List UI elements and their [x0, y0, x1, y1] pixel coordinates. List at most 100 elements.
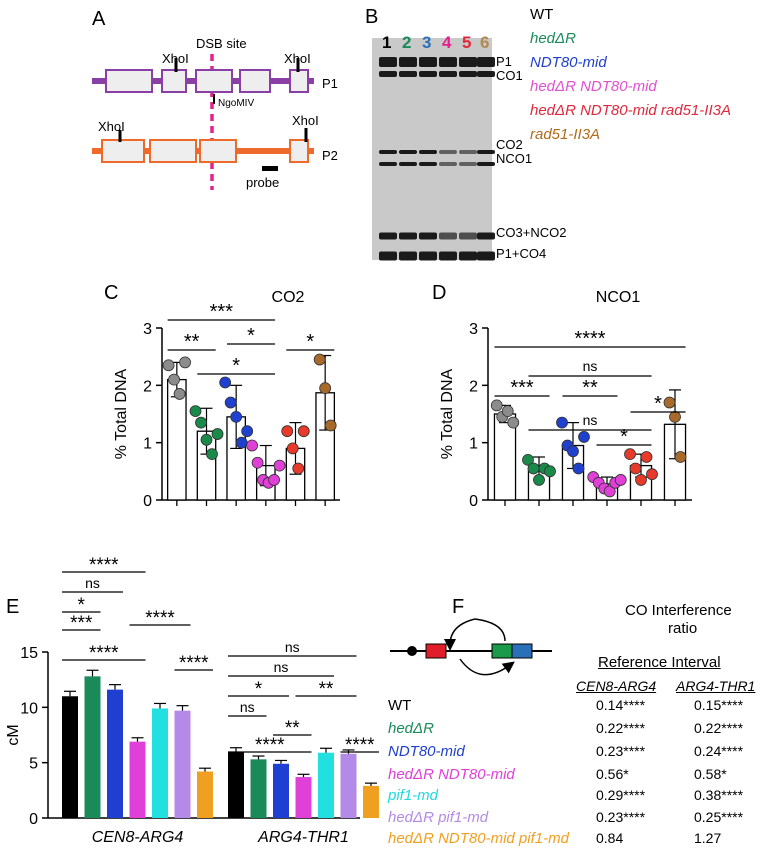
panel-letter-f: F: [452, 596, 465, 618]
panel-letter-b: B: [365, 6, 379, 28]
legend-item: rad51-II3A: [530, 126, 601, 143]
lane-number: 1: [382, 33, 391, 52]
y-tick-label: 5: [29, 756, 38, 773]
data-point: [179, 356, 191, 369]
data-point: [189, 405, 202, 418]
table-cell-cen8-arg4: 0.56*: [596, 766, 629, 782]
table-title-line2: ratio: [668, 620, 698, 637]
reference-interval-header: Reference Interval: [598, 654, 721, 671]
gel-band: [379, 162, 397, 166]
significance-label: ns: [274, 659, 289, 675]
gel-band: [379, 57, 397, 67]
data-point: [173, 388, 186, 400]
significance-label: ****: [574, 328, 605, 350]
xhoi-label: XhoI: [162, 51, 189, 66]
y-tick-label: 2: [469, 378, 478, 395]
gel-band: [459, 57, 477, 67]
data-point: [211, 428, 224, 440]
data-point: [533, 474, 545, 486]
arrow-icon: [444, 618, 476, 651]
data-point: [313, 353, 326, 366]
data-point: [324, 419, 337, 432]
p2-exon: [289, 139, 309, 163]
gel-band: [379, 251, 397, 261]
legend-item: hedΔR NDT80-mid rad51-II3A: [530, 102, 731, 119]
p1-exon: [239, 69, 271, 93]
data-point: [507, 416, 520, 429]
panel-letter-d: D: [432, 282, 447, 304]
significance-label: ns: [583, 358, 598, 374]
xhoi-label: XhoI: [284, 51, 311, 66]
data-point: [219, 376, 232, 389]
gel-band: [379, 150, 397, 154]
bar: [62, 696, 78, 818]
significance-label: ns: [583, 412, 598, 428]
band-label: NCO1: [496, 151, 532, 166]
table-cell-cen8-arg4: 0.84: [596, 830, 624, 846]
data-point: [640, 451, 653, 463]
p1-label: P1: [322, 76, 338, 91]
lane-number: 6: [480, 33, 489, 52]
data-point: [319, 382, 332, 395]
data-point: [286, 442, 299, 455]
arc-line: [474, 618, 506, 642]
chart-title: NCO1: [596, 289, 641, 306]
table-cell-arg4-thr1: 0.58*: [694, 766, 727, 782]
gel-band: [459, 232, 477, 240]
gel-band: [477, 162, 495, 166]
bar: [340, 753, 357, 818]
data-point: [556, 416, 568, 429]
data-point: [624, 448, 636, 461]
table-cell-cen8-arg4: 0.29****: [596, 787, 646, 803]
significance-label: ***: [210, 301, 234, 323]
gel-band: [459, 162, 477, 166]
category-label: CEN8-ARG4: [92, 829, 184, 846]
data-point: [200, 433, 213, 446]
bar: [295, 777, 312, 818]
xhoi-label: XhoI: [292, 113, 319, 128]
lane-number: 2: [402, 33, 411, 52]
table-row-genotype: hedΔR NDT80-mid: [388, 766, 515, 783]
significance-label: *: [654, 393, 662, 415]
legend-item: hedΔR: [530, 30, 576, 47]
xhoi-label: XhoI: [98, 119, 125, 134]
band-label: CO2: [496, 137, 523, 152]
arrow-icon: [459, 658, 515, 676]
data-point: [578, 431, 590, 443]
gel-band: [399, 57, 417, 67]
significance-label: ****: [89, 555, 119, 576]
significance-label: **: [582, 377, 598, 399]
significance-label: ****: [179, 653, 209, 674]
interval-marker-blue: [511, 643, 533, 659]
data-point: [297, 425, 310, 438]
interference-schematic: [390, 618, 552, 676]
y-tick-label: 1: [143, 436, 152, 453]
p1-exon: [105, 69, 153, 93]
data-point: [669, 410, 681, 423]
gel-band: [477, 232, 495, 240]
significance-label: *: [620, 426, 628, 448]
table-cell-cen8-arg4: 0.23****: [596, 809, 646, 825]
table-row-genotype: pif1-md: [388, 787, 439, 804]
gel-band: [439, 251, 457, 261]
table-cell-arg4-thr1: 0.22****: [694, 720, 744, 736]
significance-label: ***: [70, 613, 93, 634]
gel-band: [477, 150, 495, 154]
table-row-genotype: WT: [388, 697, 412, 714]
table-cell-cen8-arg4: 0.14****: [596, 697, 646, 713]
bar: [363, 785, 379, 818]
lane-number: 5: [462, 33, 471, 52]
significance-label: ****: [89, 643, 119, 664]
bar: [152, 708, 168, 818]
legend-item: NDT80-mid: [530, 54, 607, 71]
y-axis-label: cM: [5, 724, 22, 745]
y-tick-label: 3: [469, 321, 478, 338]
table-row-genotype: hedΔR pif1-md: [388, 809, 489, 826]
band-label: CO1: [496, 68, 523, 83]
lane-number: 4: [442, 33, 452, 52]
data-point: [522, 453, 534, 466]
data-point: [544, 465, 556, 478]
significance-label: **: [184, 331, 200, 353]
